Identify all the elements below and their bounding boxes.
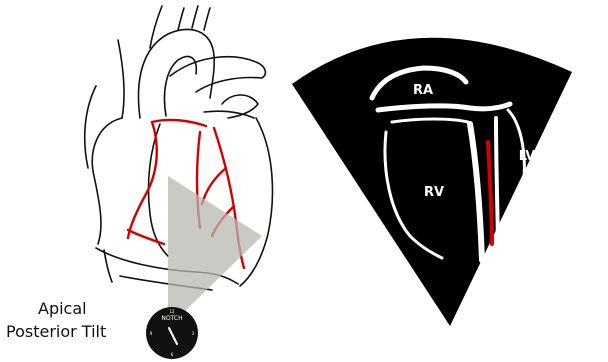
echo-sector: RA RV LV [292, 38, 572, 326]
notch-label: NOTCH [161, 315, 182, 322]
heart-left-border [240, 118, 272, 286]
label-ra: RA [413, 83, 433, 98]
vessel-branch-2 [192, 6, 198, 28]
vessel-branch-1 [178, 8, 184, 30]
clock-mark-12: 12 [169, 309, 175, 314]
left-appendage [222, 95, 258, 118]
pulmonary-artery [170, 57, 265, 92]
ultrasound-beam [168, 176, 262, 330]
heart-right-border [92, 118, 122, 244]
lad-branch-1 [202, 168, 226, 204]
sector-background [292, 38, 572, 326]
label-rv: RV [424, 185, 444, 200]
clock-mark-9: 9 [150, 331, 153, 336]
aorta-inner [165, 56, 197, 116]
septum-right-edge [496, 118, 498, 258]
probe-clock: NOTCH 12 3 6 9 [146, 307, 198, 359]
vessel-branch-3 [204, 8, 210, 30]
septal-line [148, 124, 168, 256]
clock-mark-3: 3 [192, 331, 195, 336]
svc-left [118, 40, 124, 118]
right-coronary-artery [128, 122, 157, 238]
clock-mark-6: 6 [171, 352, 174, 357]
vessel-branch-left [150, 6, 162, 48]
view-label-line2: Posterior Tilt [6, 322, 106, 341]
rca-branch [128, 230, 164, 244]
svc-line [85, 86, 96, 168]
label-lv: LV [519, 149, 536, 164]
aortic-arch [138, 29, 214, 118]
view-label-line1: Apical [38, 299, 87, 318]
